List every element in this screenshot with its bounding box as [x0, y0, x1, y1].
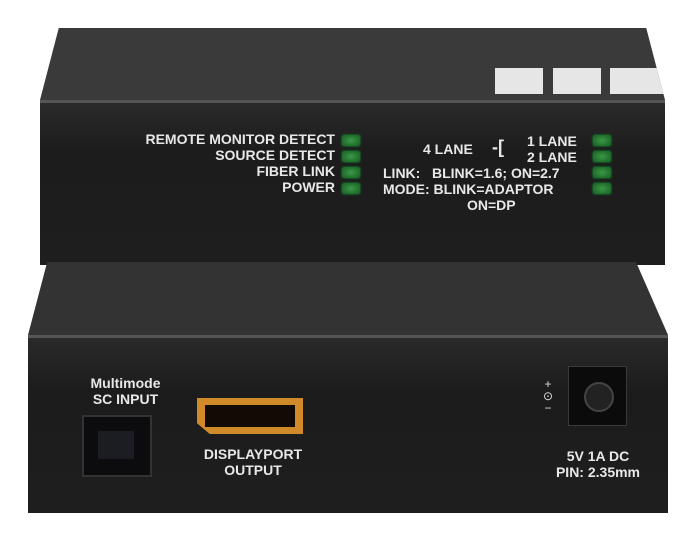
label-mode: MODE: BLINK=ADAPTOR	[383, 181, 554, 197]
label-1-lane: 1 LANE	[527, 133, 577, 149]
displayport-port[interactable]	[197, 398, 303, 434]
receiver-front-panel: Multimode SC INPUT DISPLAYPORT OUTPUT +⊙…	[28, 335, 668, 513]
label-link: LINK: BLINK=1.6; ON=2.7	[383, 165, 560, 181]
label-sticker	[553, 68, 601, 94]
led-lane-2	[593, 151, 611, 162]
led-remote-monitor	[342, 135, 360, 146]
led-power	[342, 183, 360, 194]
led-labels-left: REMOTE MONITOR DETECT SOURCE DETECT FIBE…	[145, 131, 335, 195]
led-source-detect	[342, 151, 360, 162]
label-sc-input: Multimode SC INPUT	[90, 375, 161, 407]
bracket-symbol: -[	[492, 137, 504, 157]
transmitter-top-face	[40, 28, 665, 100]
label-power: POWER	[282, 179, 335, 195]
sc-fiber-port[interactable]	[82, 415, 152, 477]
label-source-detect: SOURCE DETECT	[215, 147, 335, 163]
polarity-icon: +⊙−	[542, 377, 554, 415]
label-power-spec: 5V 1A DC PIN: 2.35mm	[555, 448, 641, 480]
label-4-lane: 4 LANE	[423, 141, 473, 157]
led-lane-1	[593, 135, 611, 146]
receiver-top-face	[28, 262, 668, 335]
label-displayport-output: DISPLAYPORT OUTPUT	[203, 446, 303, 478]
label-fiber-link: FIBER LINK	[256, 163, 335, 179]
led-fiber-link	[342, 167, 360, 178]
label-remote-monitor-detect: REMOTE MONITOR DETECT	[145, 131, 335, 147]
dc-power-jack[interactable]	[568, 366, 627, 426]
label-2-lane: 2 LANE	[527, 149, 577, 165]
label-sticker	[610, 68, 665, 94]
transmitter-front-panel: REMOTE MONITOR DETECT SOURCE DETECT FIBE…	[40, 100, 665, 265]
led-mode	[593, 183, 611, 194]
led-link	[593, 167, 611, 178]
label-mode-on: ON=DP	[467, 197, 516, 213]
label-sticker	[495, 68, 543, 94]
